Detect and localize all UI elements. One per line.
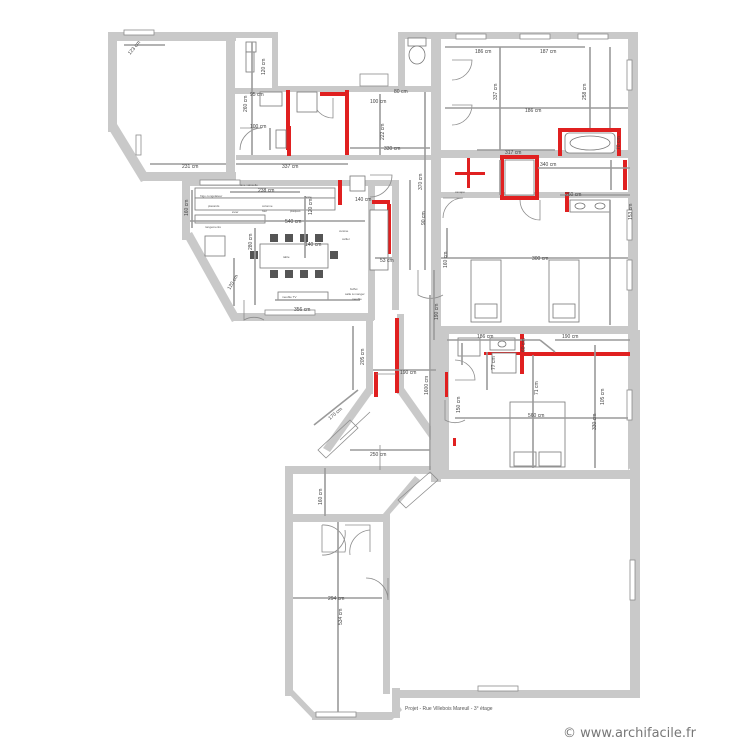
note: table [283,255,290,259]
dim-label: 250 cm [370,452,386,458]
dim-label: 294 cm [328,596,344,602]
dim-label: 337 cm [282,164,298,170]
furniture-notes: frigo congélateur lave vaisselle hotte p… [200,183,465,301]
dim-label: 190 cm [400,370,416,376]
dim-label: 300 cm [532,256,548,262]
note: plaques [290,209,301,213]
dim-label: 222 cm [380,124,386,140]
dim-label: 105 cm [600,389,606,405]
dim-label: 77 cm [491,356,497,370]
dim-label: 140 cm [305,242,321,248]
dim-label: 190 cm [434,304,440,320]
dim-label: 123 cm [127,40,142,56]
watermark: © www.archifacile.fr [563,726,696,741]
dim-label: 100 cm [370,99,386,105]
dim-label: 95 cm [250,92,264,98]
note: lave vaisselle [240,183,258,187]
dim-label: 187 cm [540,49,556,55]
dim-label: 150 cm [456,397,462,413]
dim-label: 337 cm [493,84,499,100]
note: frigo congélateur [200,194,222,198]
dim-label: 280 cm [248,234,254,250]
dim-label: 100 cm [250,124,266,130]
dim-label: 317 cm [505,150,521,156]
note: canapé [455,190,465,194]
note: placards [208,204,220,208]
dim-label: 260 cm [243,96,249,112]
dim-label: 370 cm [418,174,424,190]
dim-label: 70 cm [616,136,622,150]
note: cellier [342,237,350,241]
dim-label: 160 cm [318,489,324,505]
dim-label: 540 cm [285,219,301,225]
dim-label: 560 cm [528,413,544,419]
dim-label: 71 cm [534,381,540,395]
dim-label: 80 cm [394,89,408,95]
dim-label: 120 cm [308,199,314,215]
note: meuble [352,297,362,301]
note: salle à manger [345,292,365,296]
note: colonne [262,204,273,208]
dim-label: 140 cm [355,197,371,203]
dimension-lines [124,42,630,712]
note: hotte [305,195,312,199]
dim-label: 53 cm [380,258,394,264]
new-walls [286,90,630,446]
note: buffet [350,287,358,291]
dim-label: 258 cm [582,84,588,100]
furniture [194,37,616,468]
note: meuble TV [282,295,296,299]
note: rangements [205,225,221,229]
dim-label: 186 cm [477,334,493,340]
dim-label: 60 cm [521,338,527,352]
dim-label: 160 cm [443,252,449,268]
dim-label: 238 cm [258,188,274,194]
dim-label: 120 cm [261,59,267,75]
dim-label: 260 cm [565,192,581,198]
dim-label: 340 cm [540,162,556,168]
doors [239,59,541,601]
dim-label: 90 cm [421,211,427,225]
dim-label: 356 cm [294,307,310,313]
plan-caption: Projet - Rue Villebois Mareuil - 3° étag… [405,706,493,712]
dim-label: 1600 cm [424,376,430,395]
windows [123,29,636,718]
note: évier [232,210,239,214]
note: cuisine [339,229,349,233]
dim-label: 330 cm [592,414,598,430]
note: four [262,209,267,213]
dim-label: 205 cm [360,349,366,365]
dim-label: 231 cm [182,164,198,170]
dim-label: 190 cm [562,334,578,340]
dim-label: 330 cm [384,146,400,152]
dim-label: 186 cm [475,49,491,55]
dim-label: 186 cm [525,108,541,114]
dim-label: 534 cm [338,609,344,625]
dim-label: 153 cm [628,204,634,220]
dim-label: 160 cm [184,200,190,216]
